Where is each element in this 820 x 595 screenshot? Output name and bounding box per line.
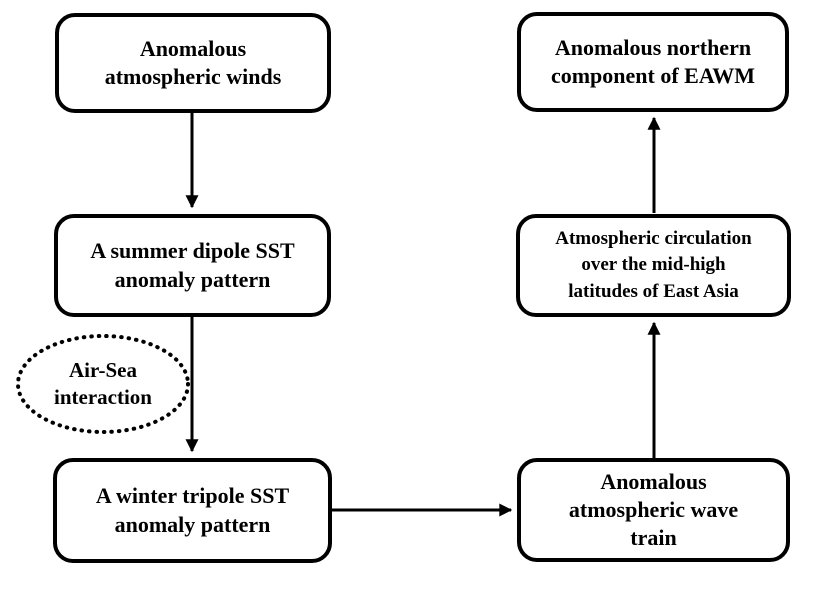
air-sea-interaction-label-container: Air-Sea interaction bbox=[18, 336, 188, 432]
box-label-circulation: Atmospheric circulation over the mid-hig… bbox=[555, 228, 752, 302]
box-label-tripole: A winter tripole SST anomaly pattern bbox=[95, 483, 290, 537]
box-label-eawm: Anomalous northern component of EAWM bbox=[550, 34, 756, 88]
box-summer-dipole-sst: A summer dipole SST anomaly pattern bbox=[54, 214, 331, 317]
box-anomalous-atmospheric-winds: Anomalous atmospheric winds bbox=[55, 13, 331, 113]
box-winter-tripole-sst: A winter tripole SST anomaly pattern bbox=[53, 458, 332, 563]
box-atmospheric-circulation-mid-high-latitudes: Atmospheric circulation over the mid-hig… bbox=[516, 214, 791, 317]
box-label-dipole: A summer dipole SST anomaly pattern bbox=[90, 238, 295, 292]
air-sea-interaction-label: Air-Sea interaction bbox=[54, 358, 152, 409]
box-anomalous-atmospheric-wave-train: Anomalous atmospheric wave train bbox=[517, 458, 790, 562]
box-label-winds: Anomalous atmospheric winds bbox=[104, 35, 282, 89]
box-label-wavetrain: Anomalous atmospheric wave train bbox=[568, 468, 739, 551]
box-anomalous-northern-component-eawm: Anomalous northern component of EAWM bbox=[517, 12, 789, 112]
